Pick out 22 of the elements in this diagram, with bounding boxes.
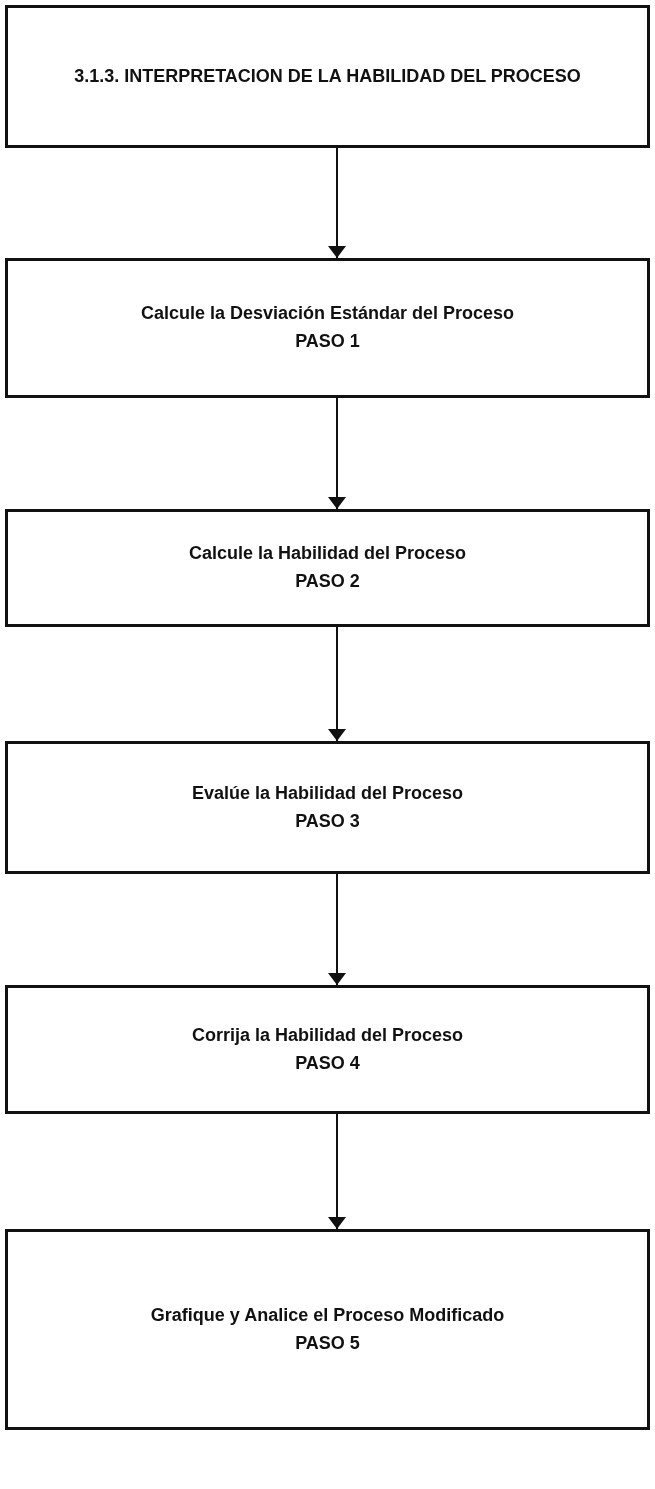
process-box (5, 985, 650, 1114)
step-number: PASO 1 (295, 330, 360, 353)
arrow (328, 1113, 346, 1230)
arrow (328, 626, 346, 742)
process-box (5, 741, 650, 874)
step-title: Evalúe la Habilidad del Proceso (191, 781, 464, 805)
process-box (5, 5, 650, 148)
step-title: Grafique y Analice el Proceso Modificado (150, 1303, 505, 1327)
step-number: PASO 2 (295, 570, 360, 593)
arrow (328, 147, 346, 259)
process-box (5, 1229, 650, 1430)
step-number: PASO 3 (295, 809, 360, 833)
step-number: PASO 4 (295, 1051, 360, 1075)
step-title: 3.1.3. INTERPRETACION DE LA HABILIDAD DEL PROCESO (74, 64, 581, 88)
arrow (328, 873, 346, 986)
step-title: Calcule la Habilidad del Proceso (188, 542, 467, 566)
process-box (5, 258, 650, 398)
process-box (5, 509, 650, 627)
step-title: Corrija la Habilidad del Proceso (191, 1023, 464, 1047)
step-number: PASO 5 (295, 1331, 360, 1355)
step-title: Calcule la Desviación Estándar del Proceso (140, 302, 515, 326)
arrow (328, 397, 346, 510)
